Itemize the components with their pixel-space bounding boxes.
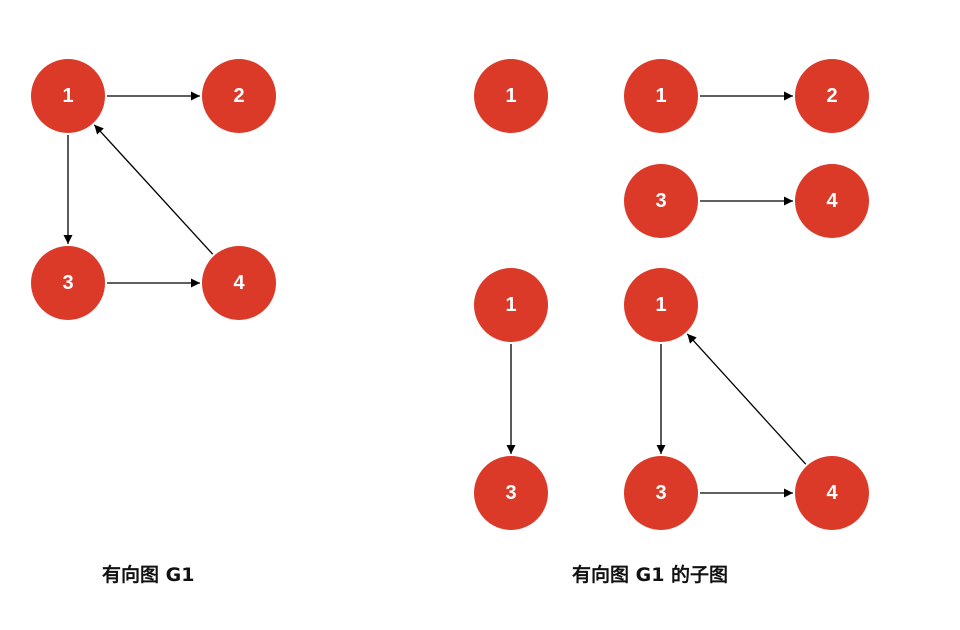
node-circle bbox=[31, 246, 105, 320]
node-label: 1 bbox=[505, 85, 516, 107]
node-circle bbox=[624, 268, 698, 342]
graph-node: 1 bbox=[31, 59, 105, 133]
node-circle bbox=[474, 456, 548, 530]
node-circle bbox=[474, 268, 548, 342]
graph-node: 3 bbox=[624, 164, 698, 238]
node-label: 2 bbox=[233, 85, 244, 107]
graph-node: 2 bbox=[795, 59, 869, 133]
node-circle bbox=[624, 456, 698, 530]
node-label: 4 bbox=[826, 482, 838, 504]
nodes-layer: 1 2 3 4 1 1 2 3 4 1 3 1 3 4 bbox=[31, 59, 869, 530]
edge-arrow bbox=[93, 124, 214, 255]
edges-layer bbox=[63, 91, 807, 498]
node-label: 3 bbox=[505, 482, 516, 504]
node-label: 4 bbox=[826, 190, 838, 212]
node-label: 3 bbox=[655, 190, 666, 212]
node-circle bbox=[795, 59, 869, 133]
edge-arrow bbox=[686, 333, 807, 465]
node-circle bbox=[31, 59, 105, 133]
node-circle bbox=[624, 59, 698, 133]
graph-node: 1 bbox=[624, 59, 698, 133]
caption-subgraphs-of-g1: 有向图 G1 的子图 bbox=[572, 564, 729, 586]
node-label: 3 bbox=[62, 272, 73, 294]
node-circle bbox=[474, 59, 548, 133]
node-circle bbox=[202, 246, 276, 320]
node-circle bbox=[202, 59, 276, 133]
graph-node: 4 bbox=[795, 456, 869, 530]
node-label: 1 bbox=[62, 85, 73, 107]
node-label: 4 bbox=[233, 272, 245, 294]
graph-node: 4 bbox=[202, 246, 276, 320]
graph-node: 1 bbox=[474, 268, 548, 342]
graph-node: 1 bbox=[624, 268, 698, 342]
node-label: 1 bbox=[655, 294, 666, 316]
node-circle bbox=[795, 456, 869, 530]
graph-node: 3 bbox=[31, 246, 105, 320]
graph-node: 4 bbox=[795, 164, 869, 238]
graph-node: 3 bbox=[474, 456, 548, 530]
node-circle bbox=[624, 164, 698, 238]
graph-node: 2 bbox=[202, 59, 276, 133]
graph-node: 1 bbox=[474, 59, 548, 133]
node-label: 1 bbox=[505, 294, 516, 316]
graph-node: 3 bbox=[624, 456, 698, 530]
node-label: 2 bbox=[826, 85, 837, 107]
caption-digraph-g1: 有向图 G1 bbox=[102, 564, 195, 586]
node-circle bbox=[795, 164, 869, 238]
node-label: 3 bbox=[655, 482, 666, 504]
node-label: 1 bbox=[655, 85, 666, 107]
